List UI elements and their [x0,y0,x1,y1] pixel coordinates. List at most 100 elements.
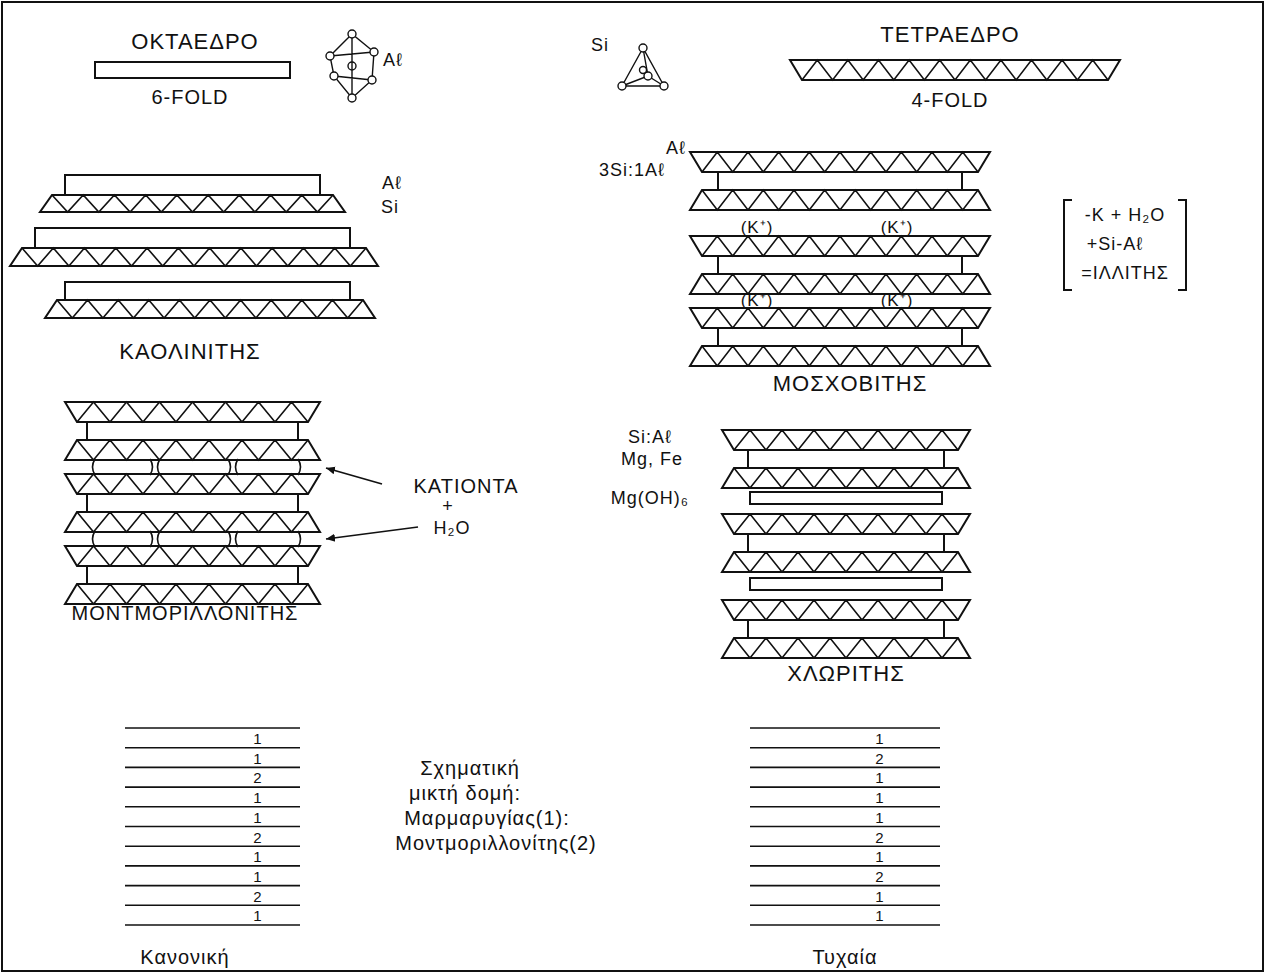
tetrahedra-zigzag [734,552,958,572]
octahedral-sheet [718,256,962,274]
layer-line [750,786,940,788]
layer-number: 1 [251,750,264,765]
interlayer-callout: ΚΑΤΙΟΝΤΑ [413,476,518,496]
tetrahedra-zigzag [77,584,308,604]
tetrahedral-sheet [45,300,375,318]
interlayer-bracket [158,459,161,475]
layer-line [750,747,940,749]
layer-line [750,826,940,828]
layer-line [750,904,940,906]
oxygen-atom [326,52,334,60]
octahedron-symbol [330,34,374,98]
layer-number: 2 [873,868,886,883]
element-label: Aℓ [382,174,402,192]
mineral-name: ΚΑΟΛΙΝΙΤΗΣ [119,341,260,363]
element-label: Si:Aℓ [628,428,672,446]
sheet-title: ΟΚΤΑΕΔΡΟ [131,31,258,53]
interlayer-callout: + [442,497,454,515]
coordination-label: 6-FOLD [151,87,228,107]
octahedral-sheet [750,578,942,590]
stacking-type: Τυχαία [813,947,878,967]
mineral-name: ΜΟΣΧΟΒΙΤΗΣ [773,373,928,395]
sheet-title: ΤΕΤΡΑΕΔΡΟ [880,24,1019,46]
interlayer-bracket [228,531,231,547]
layer-number: 2 [873,750,886,765]
layer-number: 1 [251,849,264,864]
tetrahedra-zigzag [77,512,308,532]
layer-number: 1 [251,908,264,923]
tetrahedra-zigzag [734,600,958,620]
octahedral-sheet [748,450,944,468]
tetrahedral-sheet [722,552,970,572]
element-label: Si [591,36,609,54]
layer-number: 2 [251,770,264,785]
mineral-name: ΧΛΩΡΙΤΗΣ [787,663,905,685]
tetrahedra-zigzag [734,638,958,658]
tetrahedral-sheet [690,274,990,294]
oxygen-atom [370,48,378,56]
tetrahedra-zigzag [77,402,308,422]
tetrahedral-sheet [722,468,970,488]
interlayer-callout: H₂O [434,519,471,537]
element-label: Aℓ [383,51,403,69]
aluminium-atom [348,62,356,70]
tetrahedra-zigzag [802,60,1108,80]
tetrahedra-zigzag [734,514,958,534]
interlayer-cation: (K⁺) [881,292,914,309]
layer-line [125,865,300,867]
tetrahedra-zigzag [52,195,333,212]
tetrahedral-sheet [65,440,320,460]
layer-number: 2 [251,829,264,844]
element-label: Mg, Fe [621,450,683,468]
oxygen-atom [660,82,668,90]
octahedral-sheet [87,494,298,512]
element-label: Mg(OH)₆ [611,489,689,507]
layer-number: 1 [251,790,264,805]
layer-number: 1 [251,731,264,746]
interlayer-cation: (K⁺) [741,292,774,309]
layer-line [125,806,300,808]
tetrahedra-zigzag [702,190,978,210]
octahedral-sheet [65,175,320,195]
tetrahedra-zigzag [77,546,308,566]
oxygen-atom [330,72,338,80]
interlayer-bracket [158,531,161,547]
tetrahedral-sheet [722,638,970,658]
octahedral-sheet [748,534,944,552]
layer-line [125,747,300,749]
layer-line [125,727,300,729]
interlayer-cation: (K⁺) [741,219,774,236]
tetrahedral-sheet [690,190,990,210]
interlayer-bracket [228,459,231,475]
layer-number: 1 [873,849,886,864]
interlayer-bracket [93,531,96,547]
tetrahedral-sheet [722,514,970,534]
interlayer-bracket [93,459,96,475]
interlayer-bracket [236,459,239,475]
tetrahedral-sheet [65,512,320,532]
leader-arrow [326,527,418,539]
tetrahedra-zigzag [702,308,978,328]
tetrahedral-sheet [690,346,990,366]
note-text: μικτή δομή: [409,783,521,803]
layer-line [750,885,940,887]
layer-line [125,924,300,926]
bracket [1178,200,1186,290]
tetrahedra-zigzag [734,468,958,488]
layer-line [125,826,300,828]
interlayer-bracket [298,531,301,547]
tetrahedra-zigzag [702,236,978,256]
octahedral-sheet [748,620,944,638]
interlayer-bracket [236,531,239,547]
tetrahedra-zigzag [77,440,308,460]
octahedral-sheet [35,228,350,248]
tetrahedral-sheet [722,430,970,450]
layer-number: 1 [873,790,886,805]
layer-number: 2 [251,888,264,903]
note-text: Σχηματική [420,758,520,778]
tetrahedral-sheet [690,152,990,172]
octahedral-sheet [65,282,350,300]
oxygen-atom [348,30,356,38]
layer-line [750,845,940,847]
